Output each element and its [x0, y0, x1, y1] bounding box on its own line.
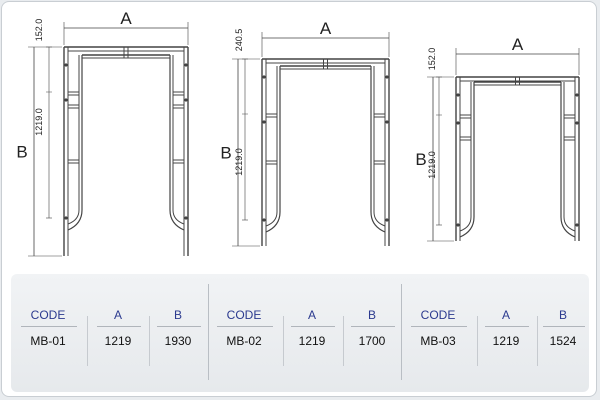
header-code: CODE: [420, 308, 456, 322]
header-b: B: [173, 308, 182, 322]
top-offset-dim: 240.5: [234, 29, 244, 52]
cell-a: 1219: [492, 334, 520, 348]
scaffold-frames-diagram: A B 152.0 1219.0 A B 240.5 1219.0 A B 152.0 1219.0: [16, 9, 580, 257]
cell-code: MB-03: [420, 334, 456, 348]
width-label-a: A: [120, 9, 132, 28]
top-offset-dim: 152.0: [427, 48, 437, 71]
header-code: CODE: [30, 308, 66, 322]
cell-b: 1700: [358, 334, 386, 348]
width-label-a: A: [320, 19, 332, 38]
height-label-b: B: [220, 144, 231, 163]
header-a: A: [113, 308, 122, 322]
inner-height-dim: 1219.0: [234, 148, 244, 176]
width-label-a: A: [512, 35, 524, 54]
inner-height-dim: 1219.0: [34, 108, 44, 136]
frame-mb-02: A B 240.5 1219.0: [220, 19, 390, 247]
header-b: B: [558, 308, 567, 322]
cell-a: 1219: [104, 334, 132, 348]
spec-group-mb-02: CODE MB-02 A 1219 B 1700: [211, 286, 401, 382]
cell-code: MB-01: [30, 334, 66, 348]
height-label-b: B: [16, 143, 27, 162]
inner-height-dim: 1219.0: [427, 151, 437, 179]
top-offset-dim: 152.0: [34, 19, 44, 42]
frame-mb-03: A B 152.0 1219.0: [415, 35, 580, 242]
header-b: B: [367, 308, 376, 322]
header-code: CODE: [226, 308, 262, 322]
cell-a: 1219: [298, 334, 326, 348]
cell-code: MB-02: [226, 334, 262, 348]
spec-group-mb-03: CODE MB-03 A 1219 B 1524: [405, 286, 589, 382]
cell-b: 1524: [549, 334, 577, 348]
header-a: A: [501, 308, 510, 322]
header-a: A: [307, 308, 316, 322]
height-label-b: B: [415, 150, 426, 169]
frame-mb-01: A B 152.0 1219.0: [16, 9, 189, 257]
spec-table: CODE MB-01 A 1219 B 1930 CODE MB-02 A 12…: [11, 274, 589, 392]
cell-b: 1930: [164, 334, 192, 348]
spec-group-mb-01: CODE MB-01 A 1219 B 1930: [11, 286, 207, 382]
